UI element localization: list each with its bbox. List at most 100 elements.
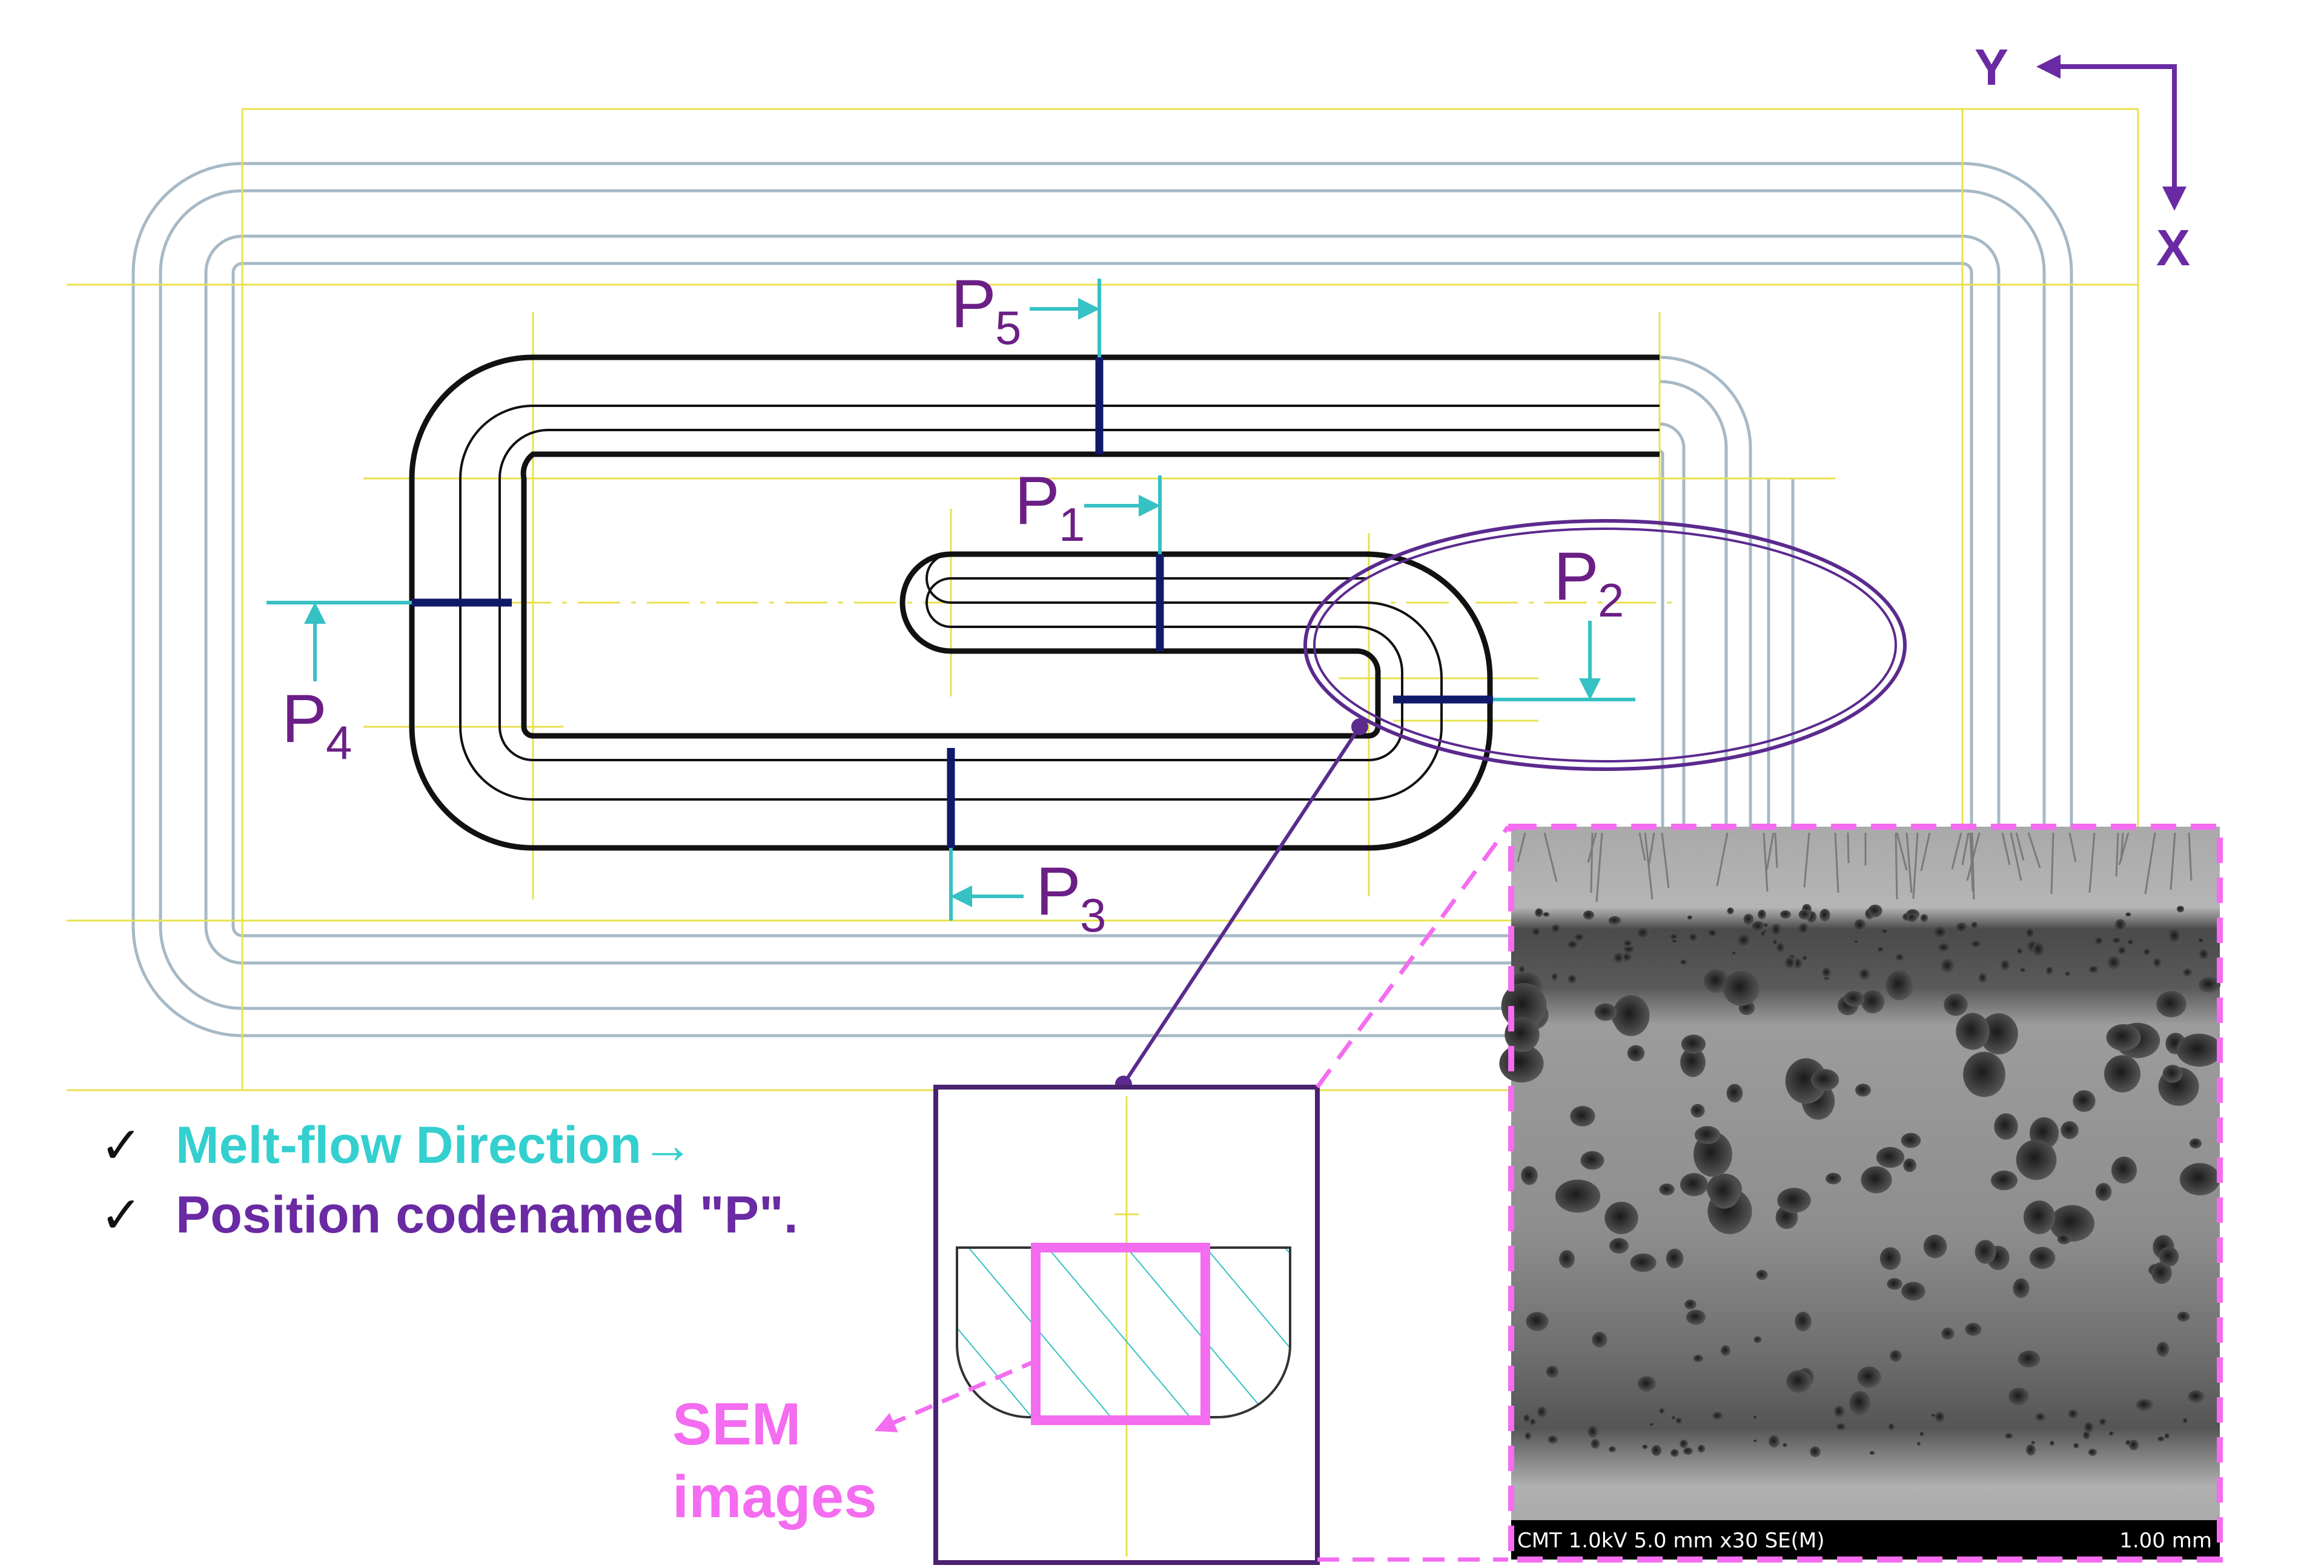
- sem-pore: [1780, 910, 1791, 919]
- sem-info-right: 1.00 mm: [2119, 1529, 2212, 1553]
- position-label-p1-sub: 1: [1059, 498, 1085, 551]
- sem-pore: [2095, 1183, 2112, 1201]
- sem-pore: [1548, 1435, 1558, 1444]
- sem-streak: [1766, 832, 1775, 871]
- sem-streak: [1834, 832, 1839, 893]
- sem-pore: [2183, 968, 2193, 977]
- sem-pore: [2050, 1205, 2094, 1242]
- sem-pore: [2026, 1444, 2036, 1456]
- sem-streak: [1716, 832, 1729, 887]
- track-inner-loop-2: [498, 429, 1660, 761]
- sem-pore: [1810, 1446, 1821, 1457]
- sem-pore: [1637, 1376, 1657, 1392]
- sem-pore: [1651, 1444, 1662, 1457]
- sem-pore: [1604, 1202, 1638, 1234]
- sem-streak: [1961, 832, 1970, 865]
- sem-pore: [1731, 951, 1737, 955]
- sem-pore: [1546, 1366, 1559, 1378]
- sem-pore: [1979, 1013, 2018, 1054]
- sem-pore: [1881, 929, 1889, 934]
- sem-pore: [1903, 1158, 1916, 1173]
- sem-connector-top: [1316, 825, 1510, 1089]
- sem-pore: [1680, 959, 1688, 965]
- sem-pore: [1709, 1175, 1740, 1209]
- sem-image-panel: CMT 1.0kV 5.0 mm x30 SE(M) 1.00 mm: [1499, 824, 2223, 1563]
- sem-pore: [2018, 1350, 2041, 1368]
- sem-pore: [2001, 959, 2010, 971]
- sem-streak: [2188, 832, 2193, 881]
- sem-pore: [1525, 1432, 1532, 1440]
- sem-streak: [1847, 832, 1850, 864]
- sem-pore: [2094, 937, 2104, 945]
- sem-pore: [2114, 919, 2127, 932]
- track-center-line: [459, 405, 1660, 801]
- sem-pore: [1587, 1425, 1598, 1438]
- sem-pore: [1994, 1113, 2018, 1140]
- sem-pore: [2020, 968, 2026, 973]
- sem-pore: [1931, 1414, 1936, 1417]
- sem-pore: [2016, 1139, 2057, 1180]
- sem-pore: [2156, 991, 2187, 1017]
- position-label-p5-sub: 5: [995, 301, 1021, 354]
- sem-pore: [1753, 1439, 1758, 1443]
- sem-pore: [1802, 955, 1808, 961]
- sem-pore: [1687, 915, 1693, 920]
- sem-pore: [1680, 1047, 1706, 1077]
- position-label-p5: P 5: [951, 266, 1021, 354]
- sem-pore: [2164, 1433, 2170, 1439]
- sem-pore: [1680, 1440, 1688, 1448]
- sem-pore: [1854, 919, 1866, 931]
- sem-pore: [2111, 1156, 2137, 1184]
- sem-pore: [1712, 1412, 1723, 1420]
- sem-connectors: [1316, 825, 1510, 1562]
- sem-pore: [1737, 934, 1752, 947]
- position-label-p4-sub: 4: [326, 716, 352, 769]
- sem-pore: [2156, 1341, 2170, 1357]
- sem-pore: [2045, 966, 2054, 976]
- axis-label-x: X: [2156, 219, 2190, 276]
- section-mark-group: [412, 357, 1493, 848]
- sem-pore: [1723, 971, 1760, 1006]
- legend-melt-flow: Melt-flow Direction→: [176, 1116, 694, 1174]
- position-label-p4: P 4: [282, 681, 352, 769]
- position-label-p1: P 1: [1015, 463, 1085, 551]
- sem-pore: [2065, 971, 2071, 977]
- sem-pore: [2088, 965, 2099, 974]
- sem-streak: [2001, 832, 2011, 865]
- detail-ellipse-outer: [1303, 519, 1907, 771]
- position-label-p3-sub: 3: [1080, 888, 1106, 942]
- sem-pore: [1649, 1423, 1654, 1426]
- sem-pore: [1944, 993, 1968, 1016]
- sem-pore: [1743, 913, 1754, 925]
- sem-pore: [2073, 1090, 2096, 1112]
- sem-pore: [1941, 1328, 1955, 1340]
- sem-pore: [1670, 1449, 1679, 1457]
- sem-pore: [1686, 1309, 1706, 1325]
- sem-pore: [2031, 1441, 2036, 1444]
- sem-pore: [2168, 928, 2182, 944]
- sem-streak: [2088, 832, 2096, 893]
- sem-pore: [1630, 1253, 1657, 1272]
- sem-pore: [1963, 1051, 2005, 1097]
- sem-pore: [1769, 1435, 1779, 1448]
- sem-pore: [1666, 1248, 1684, 1269]
- sem-pore: [1693, 1354, 1704, 1363]
- sem-streak: [1647, 832, 1655, 867]
- sem-pore: [1726, 1083, 1743, 1103]
- sem-pore: [1580, 1151, 1604, 1170]
- sem-pore: [2104, 1055, 2140, 1093]
- sem-pore: [1956, 922, 1968, 933]
- sem-pore: [1642, 1444, 1648, 1449]
- sem-streak: [1590, 832, 1594, 893]
- sem-streak: [1638, 832, 1646, 861]
- track-inner-loop: [925, 577, 1366, 628]
- sem-pore: [1786, 1370, 1812, 1393]
- sem-pore: [1919, 1432, 1924, 1437]
- sem-pore: [1771, 924, 1782, 937]
- sem-pore: [1859, 968, 1871, 981]
- sem-pore: [1890, 1350, 1902, 1362]
- sem-pore: [1555, 1179, 1601, 1213]
- sem-pore: [1901, 1133, 1921, 1148]
- sem-pore: [1756, 1269, 1768, 1280]
- sem-pore: [1614, 952, 1624, 964]
